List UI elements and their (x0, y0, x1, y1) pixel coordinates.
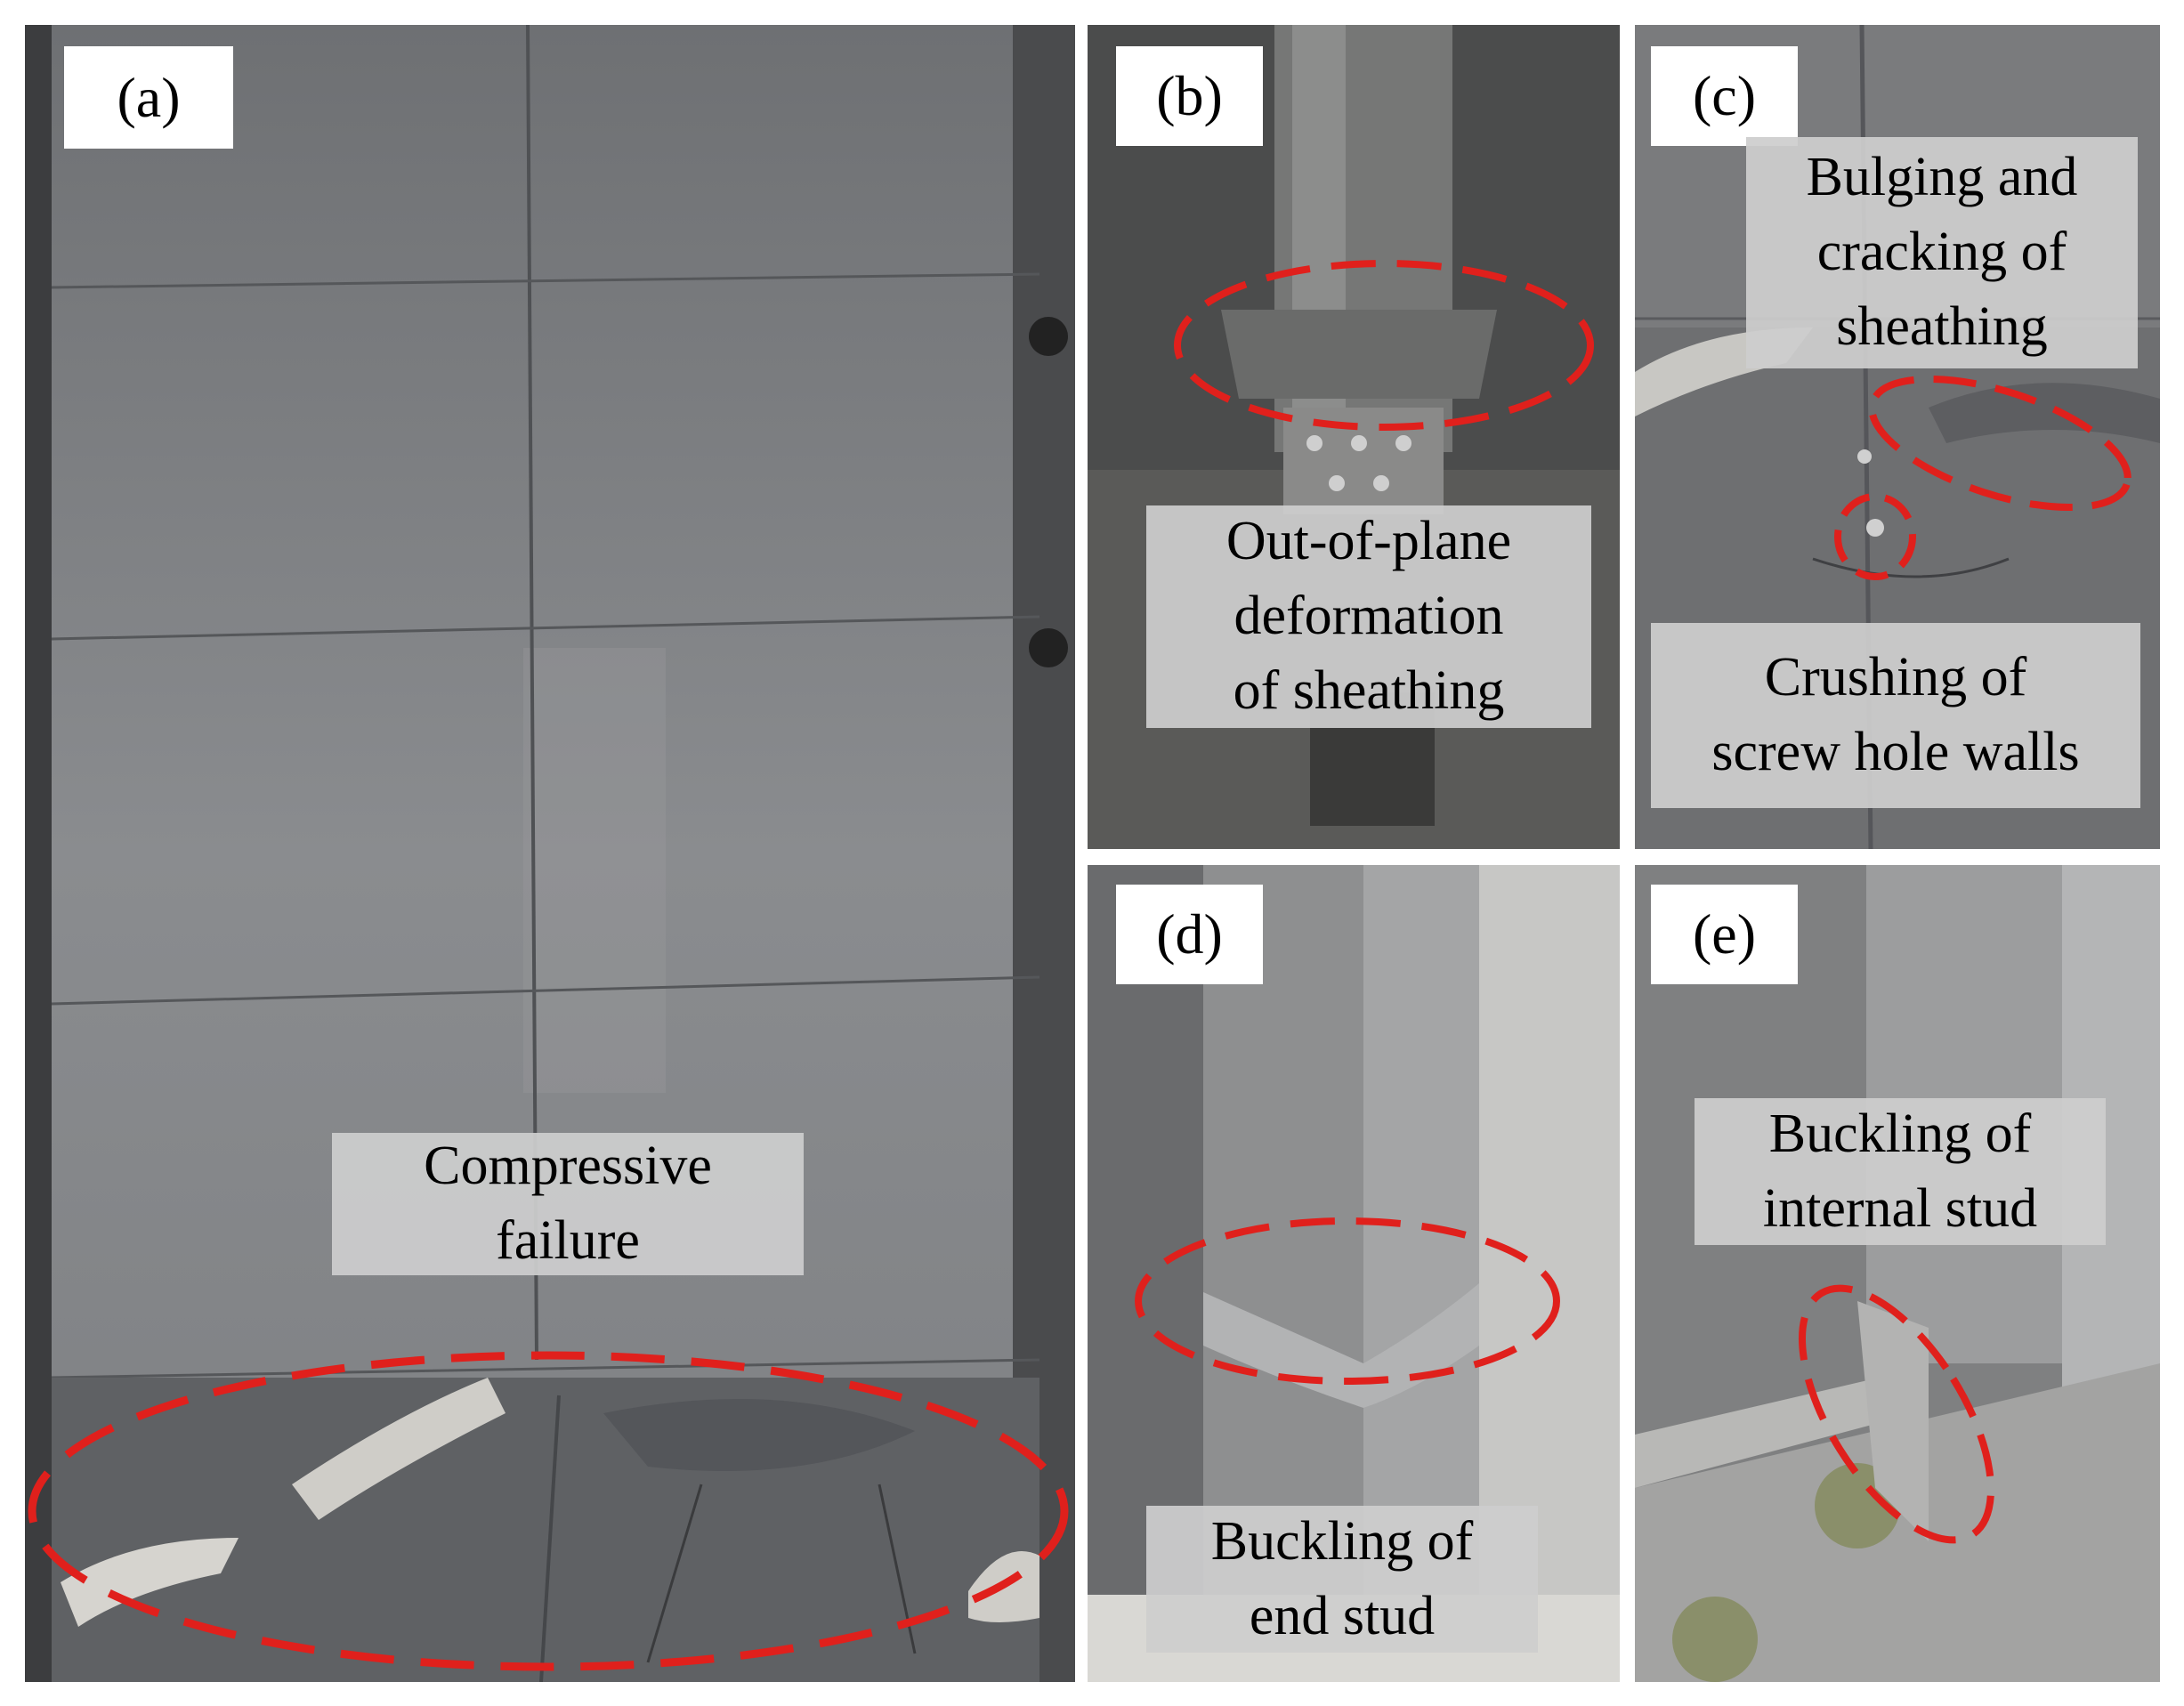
panel-a: (a) Compressive failure (25, 25, 1075, 1682)
panel-d-caption: Buckling of end stud (1146, 1506, 1538, 1653)
panel-b-label: (b) (1116, 46, 1263, 146)
panel-a-caption: Compressive failure (332, 1133, 804, 1275)
panel-e: (e) Buckling of internal stud (1635, 865, 2160, 1682)
panel-b-caption-line-3: of sheathing (1233, 659, 1505, 721)
panel-c-label: (c) (1651, 46, 1798, 146)
panel-b-caption-line-2: deformation (1234, 586, 1504, 647)
panel-d-label: (d) (1116, 885, 1263, 984)
panel-a-caption-line-2: failure (496, 1210, 640, 1271)
panel-b-caption: Out-of-plane deformation of sheathing (1146, 505, 1591, 728)
panel-a-caption-line-1: Compressive (424, 1136, 712, 1197)
panel-e-caption-line-2: internal stud (1762, 1177, 2038, 1239)
panel-e-photo (1635, 865, 2160, 1682)
panel-d-caption-line-2: end stud (1249, 1585, 1436, 1646)
panel-d-caption-line-1: Buckling of (1210, 1510, 1474, 1572)
panel-c-caption-top-line-1: Bulging and (1806, 147, 2078, 208)
panel-e-label: (e) (1651, 885, 1798, 984)
panel-c-caption-bottom: Crushing of screw hole walls (1651, 623, 2140, 808)
panel-e-caption: Buckling of internal stud (1695, 1098, 2106, 1245)
panel-e-caption-line-1: Buckling of (1768, 1103, 2032, 1164)
panel-c: (c) Bulging and cracking of sheathing Cr… (1635, 25, 2160, 849)
panel-d: (d) Buckling of end stud (1088, 865, 1620, 1682)
panel-c-caption-bottom-line-1: Crushing of (1764, 647, 2027, 708)
panel-a-photo (25, 25, 1075, 1682)
panel-b: (b) Out-of-plane deformation of sheathin… (1088, 25, 1620, 849)
panel-c-caption-top: Bulging and cracking of sheathing (1746, 137, 2138, 368)
panel-c-caption-top-line-3: sheathing (1836, 295, 2048, 357)
panel-a-label: (a) (64, 46, 233, 149)
panel-b-caption-line-1: Out-of-plane (1225, 511, 1512, 572)
panel-c-caption-top-line-2: cracking of (1816, 222, 2067, 283)
panel-c-caption-bottom-line-2: screw hole walls (1711, 722, 2080, 782)
